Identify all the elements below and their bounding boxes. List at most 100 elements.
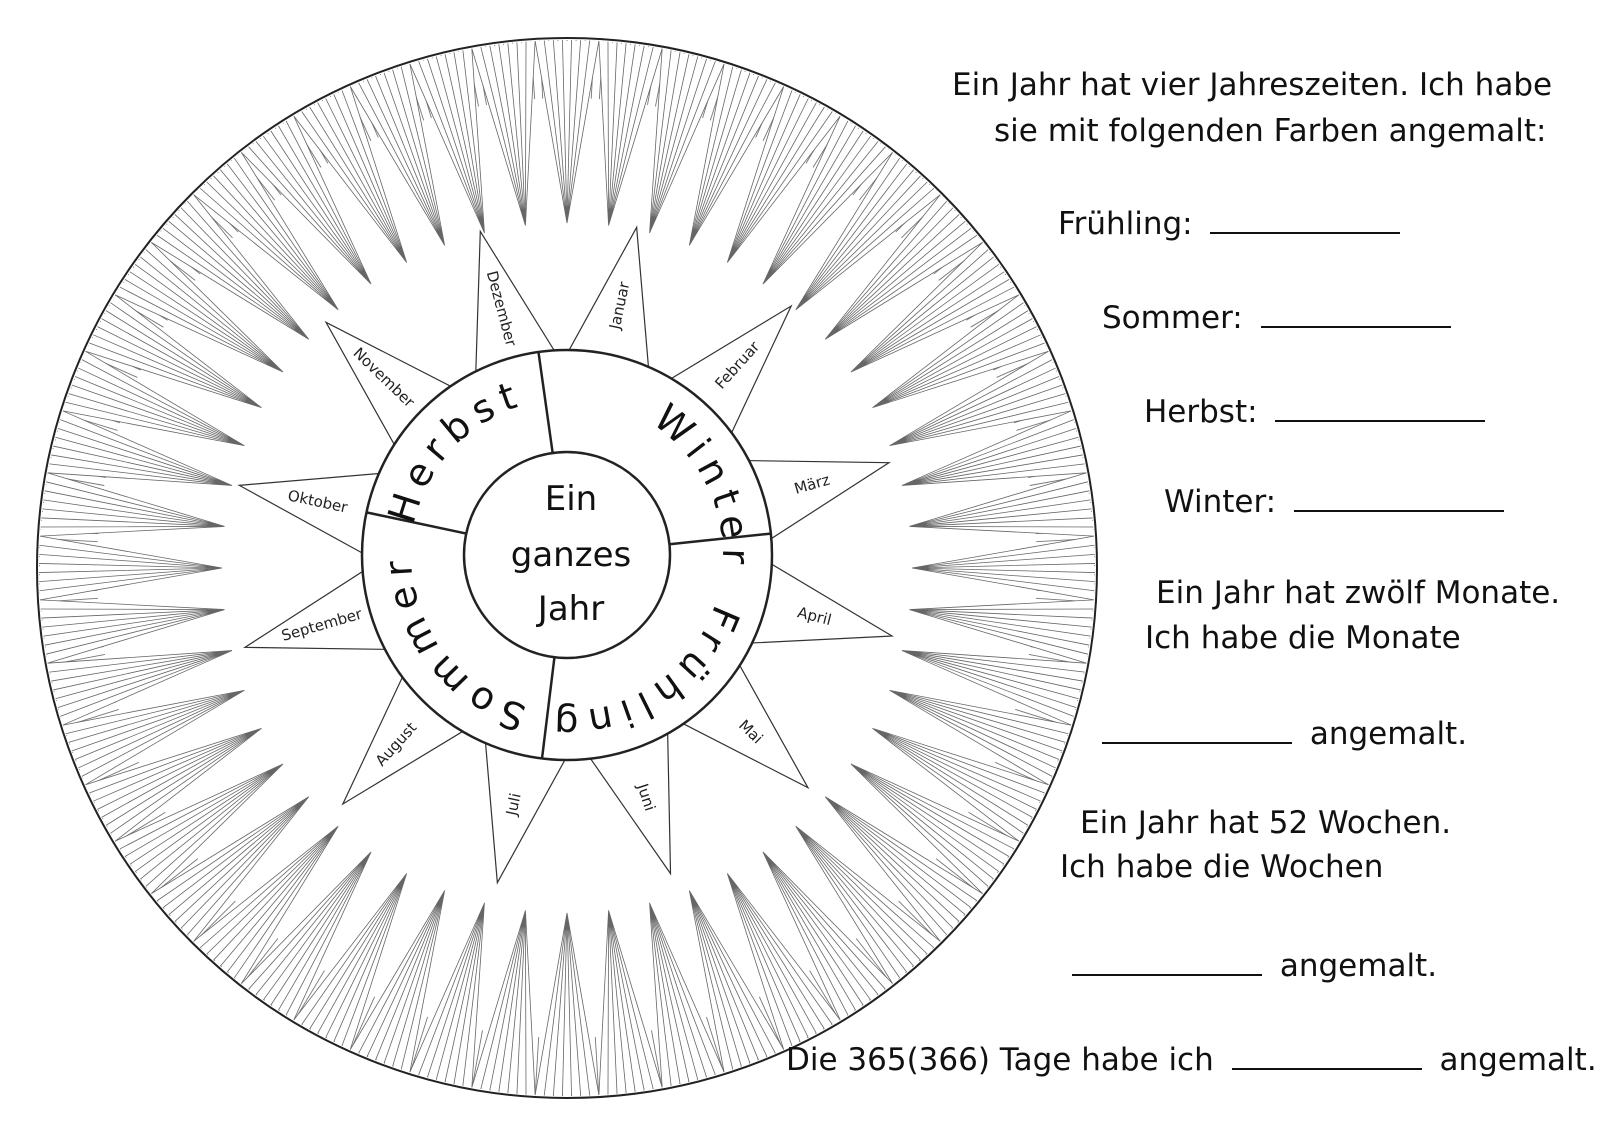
day-ray [47,410,233,486]
day-ray [901,410,1087,486]
day-ray [598,40,663,226]
day-ray [114,242,284,373]
herbst-label: Herbst: [1144,394,1258,430]
week-tick [350,996,376,1050]
week-tick [534,1037,540,1096]
tage-row: Die 365(366) Tage habe ich angemalt. [786,1042,1597,1076]
season-divider [540,657,556,759]
sommer-label: Sommer: [1102,300,1243,336]
day-ray-triangles [39,40,1095,1096]
month-label: Juli [502,792,524,818]
herbst-blank[interactable] [1275,394,1486,422]
day-ray [62,689,245,786]
tage-blank[interactable] [1231,1042,1422,1070]
day-ray [39,599,225,664]
center-line-2: ganzes [511,535,631,575]
day-ray [47,650,233,726]
wochen-line-1: Ein Jahr hat 52 Wochen. [1080,805,1452,841]
sommer-row: Sommer: [1102,300,1451,334]
season-dividers [366,351,772,759]
day-ray [872,727,1049,842]
outer-circle [36,37,1098,1099]
day-ray [726,86,841,263]
day-ray [471,40,536,226]
day-ray [762,851,893,1021]
day-ray [409,902,485,1088]
day-ray [85,727,262,842]
day-ray [349,63,446,246]
day-ray [688,890,785,1073]
day-ray [688,63,785,246]
day-ray [901,650,1087,726]
day-ray [39,472,225,537]
day-ray [193,152,339,311]
tage-end: angemalt. [1439,1042,1597,1078]
day-ray [114,763,284,894]
week-tick [651,1030,663,1088]
fruehling-blank[interactable] [1210,206,1401,234]
week-tick [409,1016,428,1073]
day-ray [85,294,262,409]
day-ray [193,825,339,984]
day-ray [795,825,941,984]
winter-row: Winter: [1164,484,1504,518]
day-ray [726,873,841,1050]
intro-line-1: Ein Jahr hat vier Jahreszeiten. Ich habe [952,67,1553,103]
center-line-1: Ein [545,479,597,519]
week-tick [706,1016,725,1073]
week-tick [471,1030,483,1088]
day-ray [534,912,600,1096]
day-ray [241,115,372,285]
center-line-3: Jahr [536,589,604,629]
fruehling-row: Frühling: [1058,206,1401,242]
season-divider [537,351,554,454]
week-tick [594,1037,600,1096]
week-tick [758,996,784,1050]
monate-blank[interactable] [1102,716,1292,744]
wochen-line-2: Ich habe die Wochen [1060,849,1384,885]
day-ray [889,350,1072,447]
sommer-blank[interactable] [1260,300,1451,328]
day-ray [909,472,1095,537]
day-ray [471,910,536,1096]
day-ray [795,152,941,311]
day-ray [850,763,1020,894]
day-ray [409,48,485,234]
winter-label: Winter: [1164,484,1277,520]
monate-line-1: Ein Jahr hat zwölf Monate. [1156,575,1561,611]
day-ray [889,689,1072,786]
day-ray [151,796,310,942]
day-ray [39,535,223,601]
day-ray [62,350,245,447]
day-ray [649,902,725,1088]
day-ray [850,242,1020,373]
center-circle [462,450,672,660]
monate-row: angemalt. [1102,716,1467,750]
day-ray [293,86,408,263]
intro-line-2: sie mit folgenden Farben angemalt: [994,113,1547,149]
wochen-blank[interactable] [1072,948,1262,976]
day-ray [762,115,893,285]
season-divider [669,532,772,546]
day-ray [909,599,1095,664]
day-ray [824,194,983,340]
tage-start: Die 365(366) Tage habe ich [786,1042,1214,1078]
day-ray [241,851,372,1021]
day-ray [824,796,983,942]
day-ray [649,48,725,234]
wochen-end: angemalt. [1279,948,1438,984]
day-ray [151,194,310,340]
winter-blank[interactable] [1293,484,1504,512]
wochen-row: angemalt. [1072,948,1437,982]
day-ray [872,294,1049,409]
day-ray [911,535,1095,601]
herbst-row: Herbst: [1144,394,1486,430]
season-divider [366,511,467,535]
monate-line-2: Ich habe die Monate [1145,620,1461,656]
day-ray [598,910,663,1096]
day-ray [534,40,600,224]
monate-end: angemalt. [1309,716,1468,752]
fruehling-label: Frühling: [1058,206,1193,242]
day-ray [293,873,408,1050]
